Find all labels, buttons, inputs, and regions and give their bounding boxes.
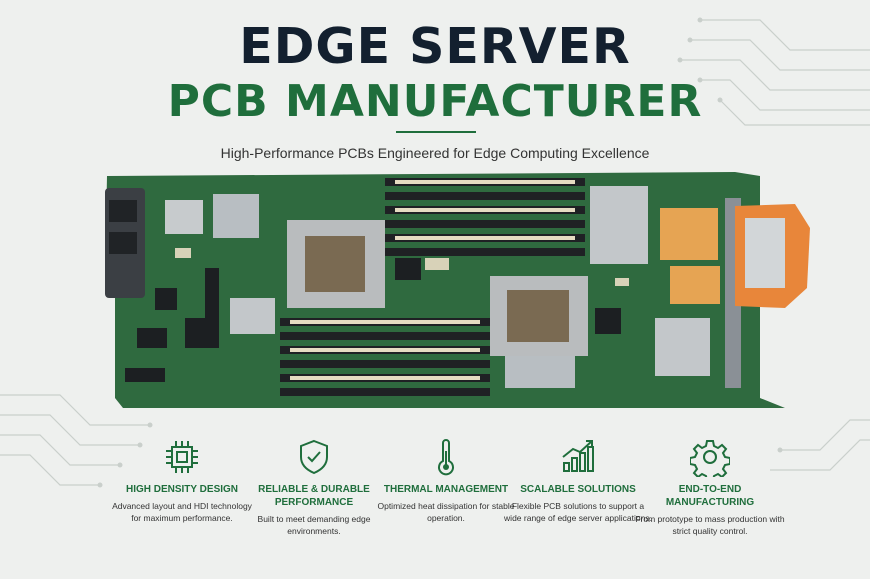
- chip-icon: [166, 441, 198, 473]
- subtitle: High-Performance PCBs Engineered for Edg…: [220, 145, 650, 161]
- server-pcb-image: [105, 172, 810, 408]
- title-line-1: EDGE SERVER: [239, 18, 631, 75]
- feature-title: THERMAL MANAGEMENT: [383, 484, 509, 495]
- feature-title: HIGH DENSITY DESIGN: [125, 484, 239, 495]
- title-line-2: PCB MANUFACTURER: [167, 76, 703, 127]
- feature-thermal-management: THERMAL MANAGEMENT Optimized heat dissip…: [371, 437, 521, 524]
- growth-chart-icon: [562, 440, 594, 472]
- shield-check-icon: [300, 439, 328, 475]
- feature-high-density-design: HIGH DENSITY DESIGN Advanced layout and …: [107, 437, 257, 524]
- feature-description: Built to meet demanding edge environment…: [257, 514, 371, 536]
- title-divider: [396, 131, 476, 133]
- gear-icon: [690, 440, 730, 477]
- feature-description: From prototype to mass production with s…: [635, 514, 785, 536]
- feature-description: Flexible PCB solutions to support a wide…: [504, 501, 652, 523]
- feature-end-to-end-manufacturing: END-TO-END MANUFACTURING From prototype …: [635, 437, 785, 537]
- feature-description: Advanced layout and HDI technology for m…: [112, 501, 252, 523]
- feature-description: Optimized heat dissipation for stable op…: [377, 501, 515, 523]
- feature-reliable-durable: RELIABLE & DURABLE PERFORMANCE Built to …: [239, 437, 389, 537]
- feature-title: SCALABLE SOLUTIONS: [520, 484, 636, 495]
- thermometer-icon: [438, 439, 454, 476]
- feature-title: RELIABLE & DURABLE PERFORMANCE: [258, 484, 370, 508]
- feature-scalable-solutions: SCALABLE SOLUTIONS Flexible PCB solution…: [503, 437, 653, 524]
- feature-title: END-TO-END MANUFACTURING: [665, 484, 755, 508]
